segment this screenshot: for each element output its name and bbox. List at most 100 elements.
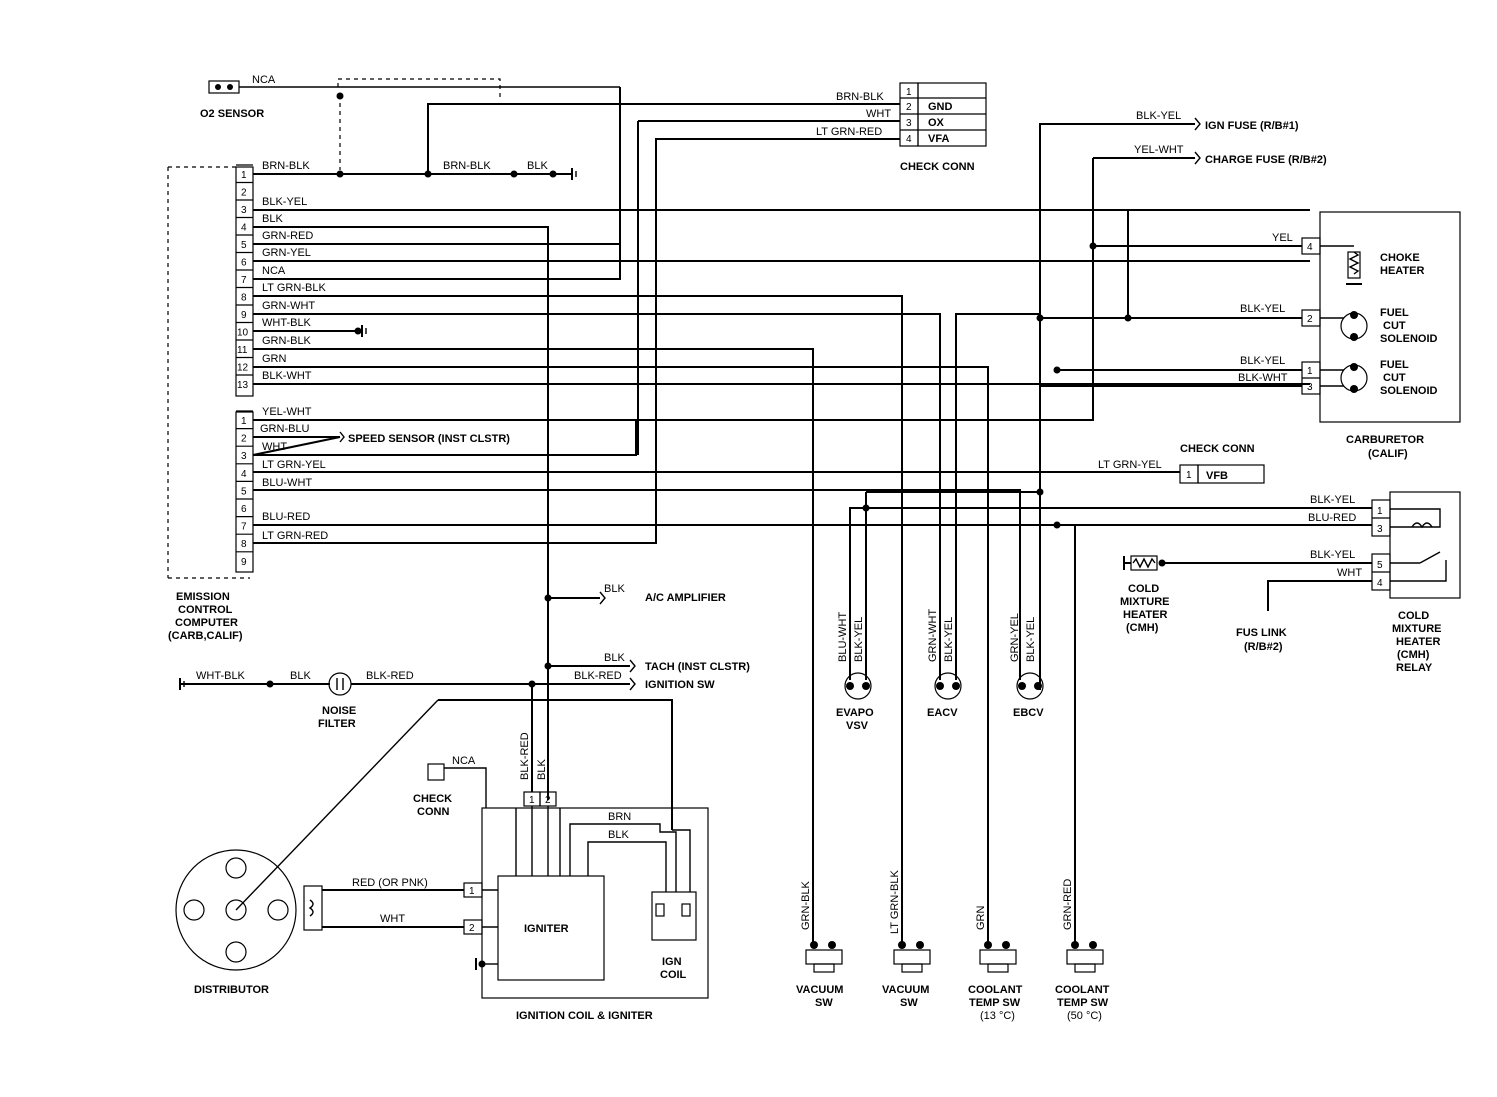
shield-dashed (337, 78, 501, 99)
svg-text:CONN: CONN (417, 806, 449, 818)
svg-text:1: 1 (529, 795, 535, 806)
svg-text:LT GRN-BLK: LT GRN-BLK (889, 870, 901, 934)
noise-filter: NOISE FILTER (318, 672, 356, 730)
svg-text:GRN-YEL: GRN-YEL (262, 247, 311, 259)
svg-text:BLU-WHT: BLU-WHT (262, 477, 312, 489)
charge-fuse-label: CHARGE FUSE (R/B#2) (1205, 154, 1327, 166)
svg-text:VACUUM: VACUUM (882, 984, 929, 996)
svg-text:YEL-WHT: YEL-WHT (1134, 144, 1184, 156)
svg-text:CHOKE: CHOKE (1380, 252, 1420, 264)
svg-text:BLK: BLK (604, 652, 625, 664)
ecu-pin-number: 4 (241, 469, 247, 480)
svg-text:2: 2 (906, 102, 912, 113)
svg-text:GRN-WHT: GRN-WHT (927, 609, 939, 662)
svg-text:BLU-RED: BLU-RED (262, 511, 310, 523)
svg-text:BLK: BLK (536, 759, 548, 780)
ignition-assembly-box (481, 807, 709, 999)
svg-text:2: 2 (545, 795, 551, 806)
svg-text:2: 2 (469, 923, 475, 934)
o2-sensor-connector (208, 80, 240, 94)
svg-text:BLK-WHT: BLK-WHT (262, 370, 312, 382)
svg-text:LT GRN-YEL: LT GRN-YEL (1098, 459, 1162, 471)
ignition-coil-igniter: IGNITER BRN BLK IGN COIL 1 2 IGNITION CO… (463, 806, 709, 1022)
svg-text:BLU-RED: BLU-RED (1308, 512, 1356, 524)
svg-text:1: 1 (469, 886, 475, 897)
svg-text:FUEL: FUEL (1380, 307, 1409, 319)
svg-text:2: 2 (1307, 314, 1313, 325)
distributor: DISTRIBUTOR (175, 849, 323, 996)
svg-text:LT GRN-BLK: LT GRN-BLK (262, 282, 326, 294)
svg-text:WHT: WHT (380, 913, 405, 925)
svg-text:HEATER: HEATER (1380, 265, 1424, 277)
svg-text:3: 3 (906, 118, 912, 129)
svg-text:BLU-WHT: BLU-WHT (837, 612, 849, 662)
svg-text:VSV: VSV (846, 720, 869, 732)
connector-b-wires: YEL-WHT GRN-BLU WHT LT GRN-YEL BLU-WHT B… (252, 138, 1180, 945)
svg-text:(CALIF): (CALIF) (1368, 448, 1408, 460)
svg-text:BRN-BLK: BRN-BLK (443, 160, 491, 172)
svg-text:GRN-WHT: GRN-WHT (262, 300, 315, 312)
svg-text:SW: SW (815, 997, 833, 1009)
svg-text:BLK-RED: BLK-RED (366, 670, 414, 682)
svg-text:GRN-RED: GRN-RED (262, 230, 313, 242)
svg-text:BLK-RED: BLK-RED (574, 670, 622, 682)
ecu-pin-number: 1 (241, 416, 247, 427)
svg-text:BRN-BLK: BRN-BLK (836, 91, 884, 103)
ecu-pin-number: 2 (241, 434, 247, 445)
check-connector-top: 1 2 3 4 GND OX VFA CHECK CONN (899, 82, 987, 173)
fus-link-label: FUS LINK (1236, 627, 1287, 639)
svg-text:SW: SW (900, 997, 918, 1009)
cmh-relay-box (1389, 491, 1461, 599)
svg-text:CONTROL: CONTROL (178, 604, 233, 616)
ecu-connector-a (235, 166, 254, 397)
svg-text:BLK: BLK (527, 160, 548, 172)
ecu-connector-b (235, 411, 254, 573)
svg-text:COIL: COIL (660, 969, 687, 981)
check-connector-small: NCA CHECK CONN (413, 755, 487, 818)
ecu-pin-number: 8 (241, 293, 247, 304)
svg-text:BLK-YEL: BLK-YEL (943, 617, 955, 662)
svg-text:GRN-BLK: GRN-BLK (800, 880, 812, 930)
ign-fuse-label: IGN FUSE (R/B#1) (1205, 120, 1299, 132)
ecu-pin-number: 13 (237, 380, 249, 391)
svg-text:GRN-BLK: GRN-BLK (262, 335, 312, 347)
svg-text:(CMH): (CMH) (1397, 649, 1430, 661)
svg-text:IGN: IGN (662, 956, 682, 968)
vacuum-switch-1: GRN-BLK VACUUM SW (796, 880, 843, 1009)
speed-sensor-label: SPEED SENSOR (INST CLSTR) (348, 433, 510, 445)
svg-text:EMISSION: EMISSION (176, 591, 230, 603)
svg-text:LT GRN-RED: LT GRN-RED (816, 126, 882, 138)
ignition-sw-label: IGNITION SW (645, 679, 715, 691)
coolant-temp-switch-13: GRN COOLANT TEMP SW (13 °C) (968, 906, 1023, 1023)
wire-label-o2-nca: NCA (252, 74, 276, 86)
svg-text:BLK-YEL: BLK-YEL (1240, 355, 1285, 367)
svg-text:BLK-YEL: BLK-YEL (1136, 110, 1181, 122)
svg-text:5: 5 (1377, 560, 1383, 571)
svg-text:EVAPO: EVAPO (836, 707, 874, 719)
svg-text:COOLANT: COOLANT (1055, 984, 1110, 996)
svg-text:WHT: WHT (1337, 567, 1362, 579)
ecu-pin-number: 7 (241, 275, 247, 286)
ecu-pin-number: 10 (237, 328, 249, 339)
ebcv: GRN-YEL BLK-YEL EBCV (1009, 613, 1044, 719)
ecu-pin-number: 5 (241, 240, 247, 251)
ecu-pin-number: 3 (241, 205, 247, 216)
ecu-pin-number: 6 (241, 504, 247, 515)
ign-coil (651, 891, 697, 941)
svg-text:WHT-BLK: WHT-BLK (196, 670, 246, 682)
svg-text:BLK: BLK (290, 670, 311, 682)
svg-text:COLD: COLD (1398, 610, 1429, 622)
cold-mixture-heater: COLD MIXTURE HEATER (CMH) (1120, 555, 1170, 634)
svg-text:NCA: NCA (452, 755, 476, 767)
coolant-temp-switch-50: GRN-RED COOLANT TEMP SW (50 °C) (1055, 879, 1110, 1022)
connector-a-wires: BRN-BLK BRN-BLK BLK BLK-YEL BLK GRN-RED … (253, 87, 1310, 945)
svg-text:CHECK: CHECK (413, 793, 452, 805)
svg-text:EBCV: EBCV (1013, 707, 1044, 719)
svg-text:COMPUTER: COMPUTER (175, 617, 238, 629)
svg-text:NOISE: NOISE (322, 705, 356, 717)
svg-text:3: 3 (1307, 382, 1313, 393)
ecu-pin-number: 12 (237, 363, 249, 374)
svg-text:(R/B#2): (R/B#2) (1244, 641, 1283, 653)
